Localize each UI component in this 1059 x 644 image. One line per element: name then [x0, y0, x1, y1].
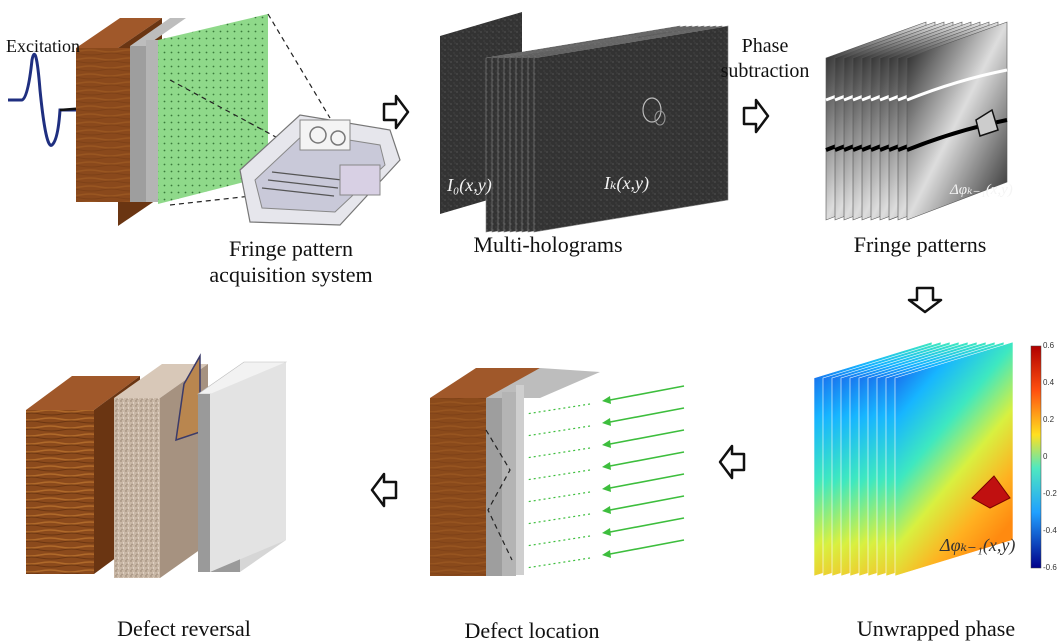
- phase-label-line2: subtraction: [720, 60, 810, 82]
- field-arrow: [609, 407, 685, 423]
- field-path: [525, 513, 591, 525]
- colorbar-tick-label: 0: [1043, 452, 1048, 461]
- defect-location-label: Defect location: [464, 618, 600, 643]
- wall-wood-top: [76, 18, 162, 48]
- excitation-field-arrows: [525, 385, 685, 569]
- field-arrowhead: [602, 440, 611, 448]
- field-arrowhead: [602, 528, 611, 536]
- excitation-pulse-icon: [8, 52, 76, 147]
- acquisition-stage: [8, 13, 401, 226]
- unwrapped-phase-label: Unwrapped phase: [856, 616, 1016, 641]
- phase-subtraction-label: Phase subtraction: [710, 34, 820, 84]
- field-arrow: [609, 451, 685, 467]
- unwrapped-phase-formula: Δφₖ₋₁(x,y): [940, 535, 1016, 555]
- colorbar-tick-label: 0.6: [1043, 341, 1055, 350]
- field-arrow: [609, 385, 685, 401]
- hologram-ring: [654, 110, 666, 126]
- fringe-frame: [906, 21, 1008, 221]
- field-arrow: [609, 539, 685, 555]
- field-arrowhead: [602, 506, 611, 514]
- colorbar-tick-label: 0.4: [1043, 378, 1055, 387]
- field-arrowhead: [602, 462, 611, 470]
- defect-location-stage: [430, 368, 685, 576]
- wall-plaster-layer: [130, 18, 186, 46]
- field-arrow: [609, 517, 685, 533]
- wall-measured-surface: [158, 14, 268, 204]
- field-arrowhead: [602, 396, 611, 404]
- camera-device-icon: [239, 114, 401, 226]
- unwrapped-frame: [894, 341, 1014, 577]
- hologram-ring: [642, 97, 662, 123]
- right-arrow-icon: [382, 94, 410, 130]
- multi-holograms-stage: [440, 12, 729, 233]
- colorbar-tick-label: -0.2: [1043, 489, 1057, 498]
- colorbar: [1030, 345, 1042, 569]
- colorbar-gradient: [1030, 345, 1042, 569]
- colorbar-tick-label: -0.6: [1043, 563, 1057, 572]
- fringe-patterns-label: Fringe patterns: [853, 232, 987, 257]
- hologram-frame: [533, 25, 729, 233]
- defect-reversal-stage: [26, 353, 287, 578]
- phase-label-line1: Phase: [741, 35, 789, 57]
- field-path: [525, 447, 591, 459]
- multi-holograms-label: Multi-holograms: [473, 232, 623, 257]
- hologram-first-formula: I₀(x,y): [447, 175, 492, 195]
- hologram-last-formula: Iₖ(x,y): [604, 173, 650, 193]
- field-path: [525, 557, 591, 569]
- unwrapped-phase-stage: [813, 341, 1014, 577]
- defect-reversal-label: Defect reversal: [117, 616, 251, 641]
- acquisition-label-line2: acquisition system: [209, 262, 373, 287]
- unwrapped-defect: [971, 475, 1011, 509]
- colorbar-tick-label: 0.2: [1043, 415, 1055, 424]
- colorbar-tick-label: -0.4: [1043, 526, 1057, 535]
- fringe-patterns-stage: [825, 21, 1008, 221]
- field-path: [525, 469, 591, 481]
- fringe-band: [906, 68, 1008, 102]
- excitation-label: Excitation: [6, 36, 80, 56]
- field-arrow: [609, 473, 685, 489]
- field-path: [525, 403, 591, 415]
- left-arrow-icon: [718, 444, 746, 480]
- fringe-phase-formula: Δφₖ₋₁(x,y): [950, 182, 1013, 198]
- field-path: [525, 535, 591, 547]
- field-arrowhead: [602, 484, 611, 492]
- fringe-defect-outline: [975, 108, 999, 137]
- acquisition-label-line1: Fringe pattern: [228, 236, 354, 261]
- field-arrowhead: [602, 550, 611, 558]
- field-arrow: [609, 429, 685, 445]
- field-arrow: [609, 495, 685, 511]
- left-arrow-icon: [370, 472, 398, 508]
- field-arrowhead: [602, 418, 611, 426]
- field-path: [525, 425, 591, 437]
- right-arrow-icon: [742, 98, 770, 134]
- down-arrow-icon: [907, 286, 943, 314]
- acquisition-label: Fringe pattern acquisition system: [186, 236, 396, 288]
- field-path: [525, 491, 591, 503]
